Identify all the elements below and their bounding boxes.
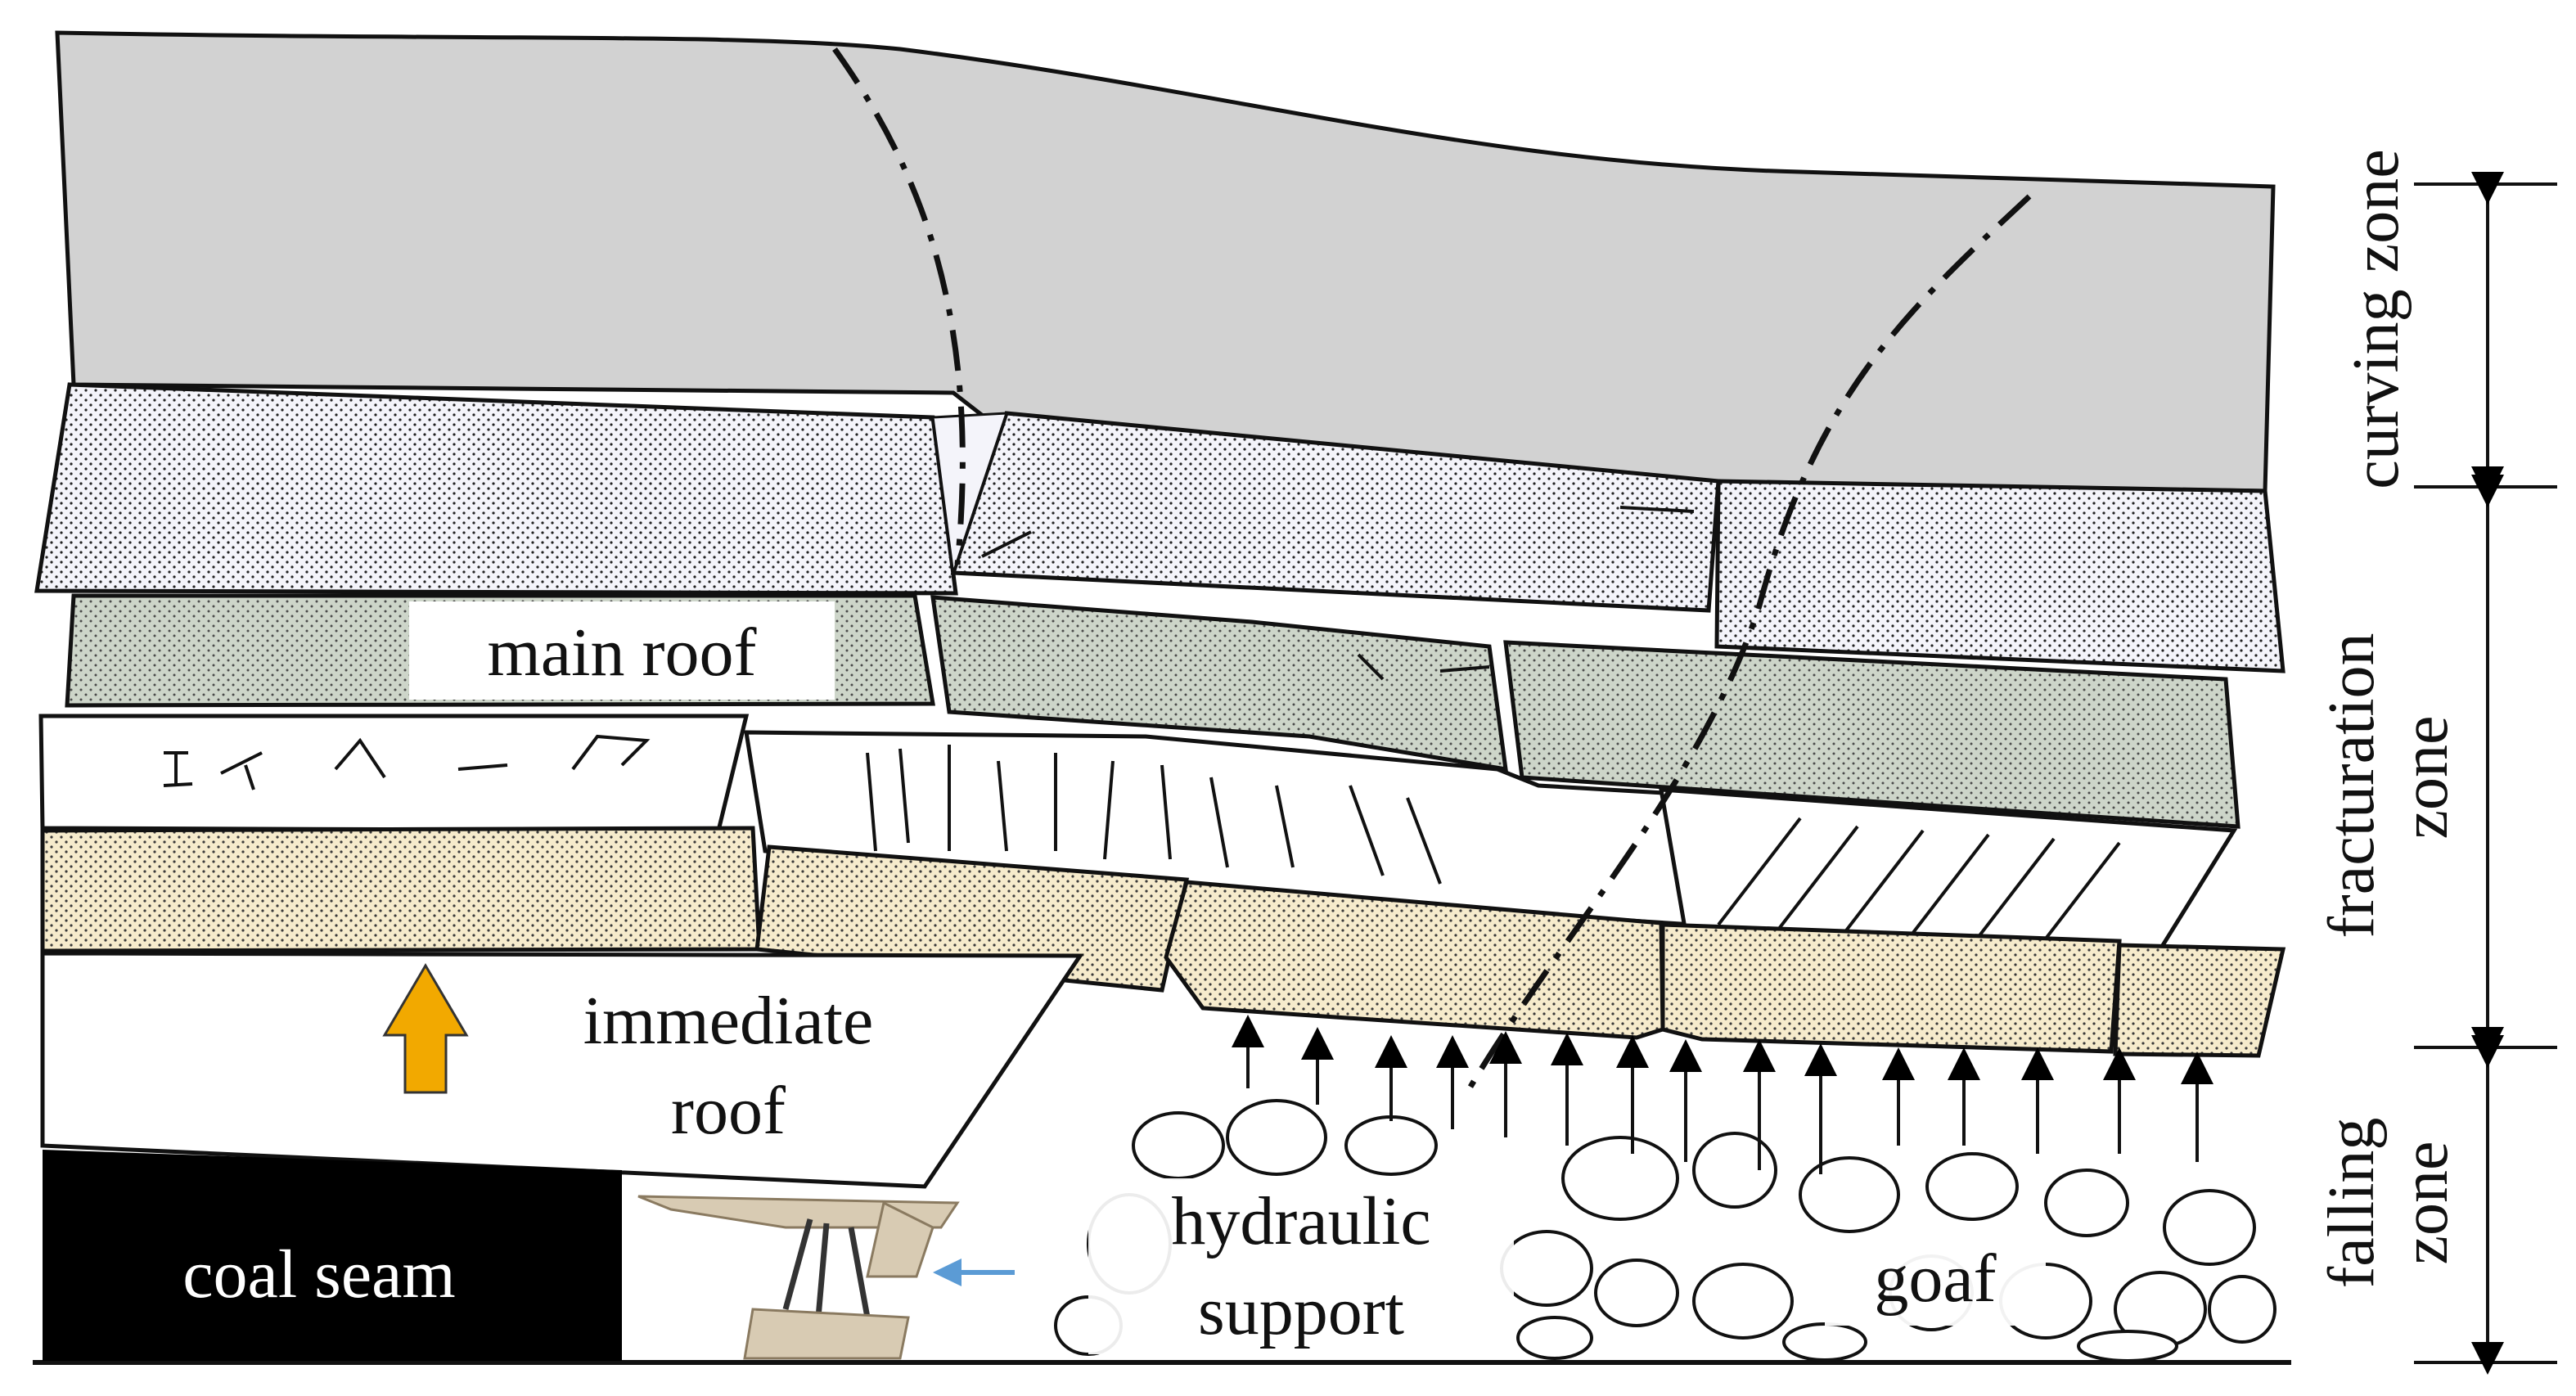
coal-seam xyxy=(43,1150,622,1361)
immediate-roof-label-line1: immediate xyxy=(583,983,874,1059)
coal-seam-label: coal seam xyxy=(182,1236,456,1313)
zone-bracket xyxy=(2414,172,2557,1375)
immediate-roof-e xyxy=(2113,943,2286,1058)
falling-zone-label-line1: falling xyxy=(2316,1118,2388,1289)
hydraulic-support-figure xyxy=(637,1195,1015,1360)
hydraulic-support-label-line2: support xyxy=(1198,1273,1404,1349)
main-roof-label: main roof xyxy=(488,615,757,691)
immediate-roof-label-bg xyxy=(524,978,933,1158)
dotted-block-left xyxy=(34,382,958,596)
dotted-block-gap xyxy=(931,412,1009,594)
fracture-lines xyxy=(832,47,2032,1098)
fracturation-zone-label-line1: fracturation xyxy=(2316,633,2388,938)
cracked-layer-left xyxy=(38,714,750,833)
curving-zone-label: curving zone xyxy=(2340,149,2412,489)
hydraulic-label-bg xyxy=(1088,1178,1514,1354)
goaf-label: goaf xyxy=(1874,1241,1996,1317)
falling-zone-label-line2: zone xyxy=(2389,1141,2461,1264)
curving-stratum xyxy=(55,30,2276,493)
orange-roof-arrow xyxy=(382,963,469,1094)
main-roof-right xyxy=(1503,640,2240,829)
hydraulic-support-label-line1: hydraulic xyxy=(1171,1183,1430,1259)
immediate-roof-left xyxy=(40,826,762,953)
main-roof-mid xyxy=(930,595,1508,772)
goaf-label-bg xyxy=(1825,1236,2046,1326)
support-pressure-arrows xyxy=(1232,1015,2213,1174)
immediate-roof-d xyxy=(1660,922,2122,1054)
fracturation-zone-label-line2: zone xyxy=(2389,715,2461,839)
main-roof-label-bg xyxy=(409,601,835,700)
immediate-roof-label-line2: roof xyxy=(671,1073,786,1149)
dotted-block-right xyxy=(1714,479,2286,673)
